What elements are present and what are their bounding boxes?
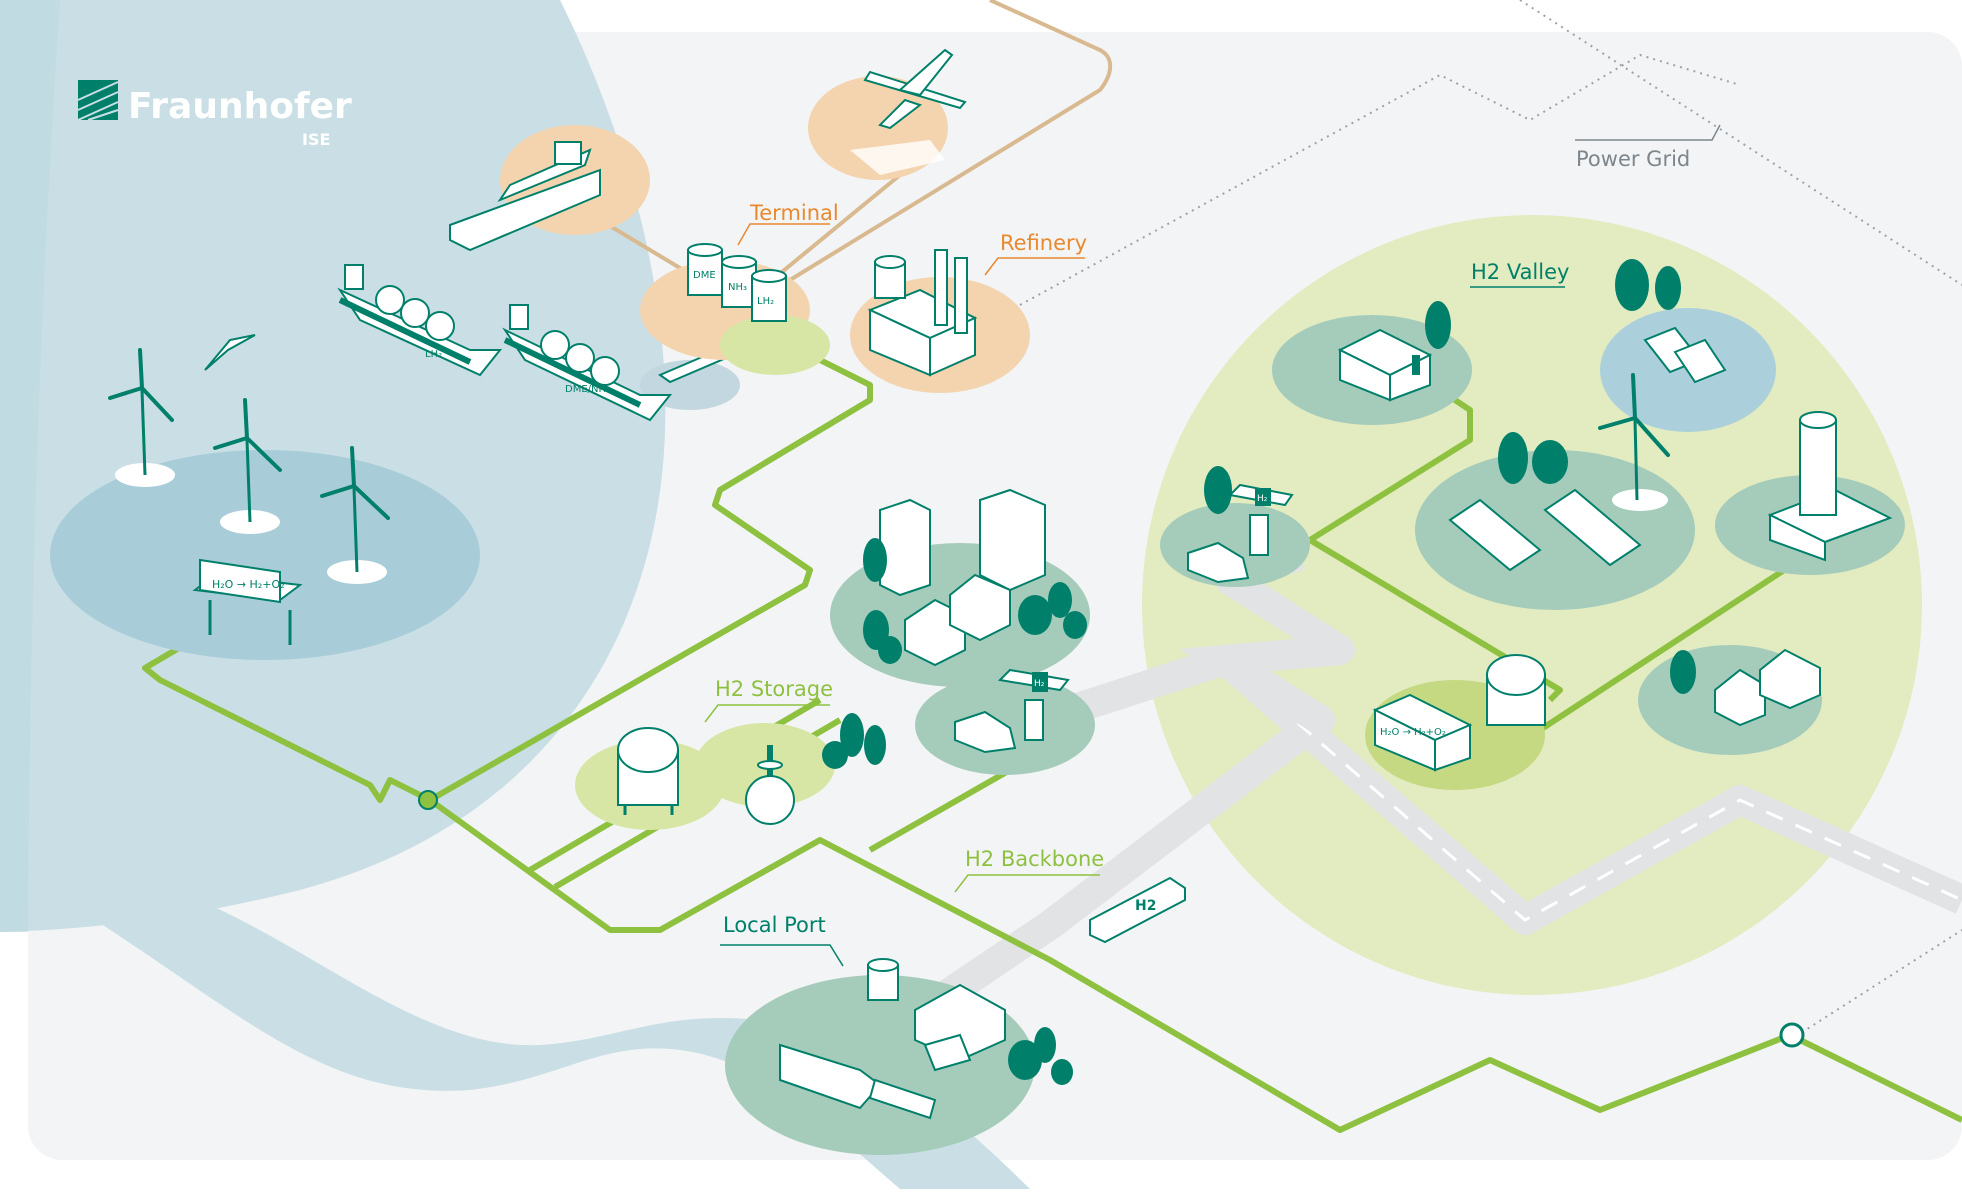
- storage-tanks-icon: DME NH₃ LH₂: [687, 243, 787, 322]
- compressor-icon: [1779, 1022, 1805, 1048]
- lh2-tank-label: LH₂: [757, 296, 774, 307]
- h2-truck-icon: H2: [1089, 876, 1186, 944]
- buildings-icon: [879, 488, 1046, 667]
- valley-station-sign-label: H₂: [1257, 494, 1268, 504]
- factory-icon: [1337, 328, 1433, 402]
- power-grid-underline: [1575, 124, 1721, 141]
- h2-storage-label: H2 Storage: [715, 677, 833, 701]
- h2-fuel-station-icon: H₂: [997, 668, 1070, 741]
- air-pipeline: [758, 173, 902, 292]
- h2-storage-underline: [704, 704, 830, 723]
- truck-label: H2: [1135, 898, 1156, 914]
- wind-turbine-icon: [108, 348, 175, 487]
- cruise-ship-icon: [449, 125, 650, 252]
- valve-icon: [418, 790, 438, 810]
- trees-icon: [822, 713, 886, 769]
- h2-backbone-label: H2 Backbone: [965, 847, 1104, 871]
- dme-nh3-ship-label: DME/NH₃: [565, 384, 610, 395]
- fraunhofer-logo: Fraunhofer ISE: [77, 80, 352, 149]
- brand-sub: ISE: [302, 130, 330, 149]
- wind-turbine-icon: [320, 446, 390, 584]
- sea-edge: [0, 0, 60, 932]
- car-icon: [954, 710, 1017, 754]
- valley-electrolyzer-label: H₂O → H₂+O₂: [1380, 727, 1446, 738]
- dme-tank-label: DME: [693, 270, 716, 281]
- airplane-icon: [863, 48, 967, 130]
- lh2-tanker-icon: LH₂: [337, 264, 503, 377]
- bird-icon: [204, 334, 256, 371]
- trees-icon: [1498, 432, 1568, 484]
- power-grid-label: Power Grid: [1576, 147, 1690, 171]
- solar-panel-icon: [1643, 326, 1727, 384]
- wind-turbine-icon: [1598, 373, 1670, 511]
- gas-tank-icon: [1486, 654, 1546, 726]
- station-sign-label: H₂: [1034, 679, 1045, 689]
- tree-icon: [1425, 301, 1451, 349]
- car-icon: [1187, 541, 1250, 584]
- road-branch: [1005, 635, 1342, 745]
- terminal-label: Terminal: [749, 201, 839, 225]
- h2-backbone-underline: [954, 874, 1100, 893]
- h2-fuel-station-icon: H₂: [1227, 483, 1294, 556]
- solar-field-icon: [1448, 488, 1642, 572]
- electrolyzer-label: H₂O → H₂+O₂: [212, 578, 285, 591]
- solar-field-area: [1415, 450, 1695, 610]
- airplane-shadow: [850, 140, 945, 175]
- industry-icon: [1767, 411, 1893, 562]
- local-port-label: Local Port: [723, 913, 826, 937]
- trees-icon: [1008, 1027, 1073, 1085]
- refinery-label: Refinery: [1000, 231, 1087, 255]
- offshore-wind-area: [50, 450, 480, 660]
- electrolyzer-container-icon: H₂O → H₂+O₂: [1372, 693, 1473, 772]
- h2-valley-label: H2 Valley: [1471, 260, 1569, 284]
- trees-icon: [863, 538, 1087, 664]
- offshore-electrolyzer-icon: H₂O → H₂+O₂: [192, 558, 303, 645]
- river: [95, 905, 1030, 1189]
- terminal-h2-area: [720, 315, 830, 375]
- tree-icon: [1204, 466, 1232, 514]
- road-marking: [1224, 658, 1962, 922]
- refinery-icon: [867, 249, 978, 377]
- port-facilities-icon: [779, 958, 1006, 1120]
- brand-name: Fraunhofer: [128, 86, 352, 127]
- gas-tank-icon: [617, 727, 679, 815]
- nh3-tank-label: NH₃: [728, 282, 747, 293]
- trees-icon: [1615, 259, 1681, 311]
- import-pipeline: [788, 0, 1113, 282]
- houses-icon: [1714, 648, 1821, 727]
- refinery-underline: [984, 257, 1085, 276]
- lh2-ship-label: LH₂: [425, 349, 442, 360]
- tree-icon: [1670, 650, 1696, 694]
- spherical-tank-icon: [745, 745, 795, 825]
- local-port-underline: [720, 944, 844, 967]
- wind-turbine-icon: [213, 398, 282, 534]
- terminal-underline: [737, 223, 830, 246]
